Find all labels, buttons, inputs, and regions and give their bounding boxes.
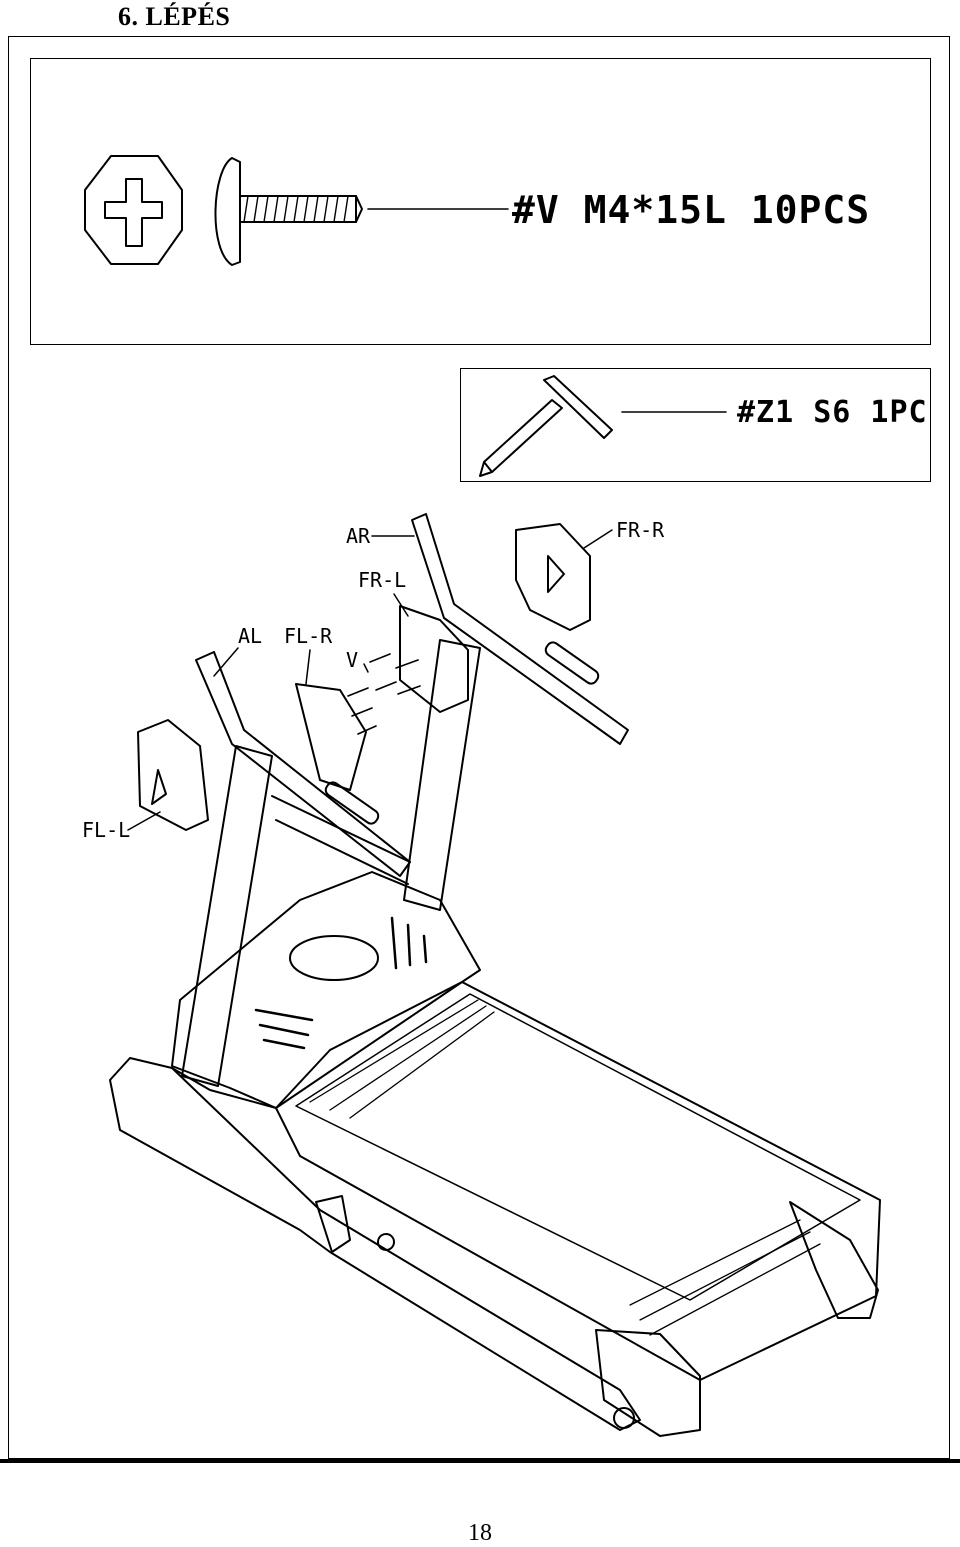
callout-fl-l: FL-L: [82, 818, 131, 842]
tool-spec-label: #Z1 S6 1PC: [737, 395, 928, 430]
callout-leaders: [127, 529, 613, 831]
screw-head-icon: [84, 155, 183, 265]
screw-spec-label: #V M4*15L 10PCS: [512, 188, 871, 232]
motor-hood-drawing: [171, 871, 481, 1109]
treadmill-deck-drawing: [109, 981, 881, 1437]
page-number: 18: [468, 1520, 492, 1546]
parts-box: [30, 58, 931, 345]
callout-al: AL: [238, 624, 263, 648]
allen-key-icon: [479, 375, 727, 477]
v-screws-drawing: [347, 653, 421, 735]
callout-fl-r: FL-R: [284, 624, 333, 648]
step-title: 6. LÉPÉS: [118, 2, 231, 31]
page-frame: [8, 36, 950, 1459]
console-covers-drawing: [137, 523, 591, 831]
tool-box: [460, 368, 931, 482]
handlebars-drawing: [195, 513, 629, 877]
upright-posts-drawing: [181, 639, 481, 1087]
callout-fr-l: FR-L: [358, 568, 407, 592]
callout-ar: AR: [346, 524, 371, 548]
callout-fr-r: FR-R: [616, 518, 665, 542]
callout-v: V: [346, 648, 359, 672]
screw-side-icon: [214, 157, 509, 266]
bottom-rule: [0, 1459, 960, 1463]
